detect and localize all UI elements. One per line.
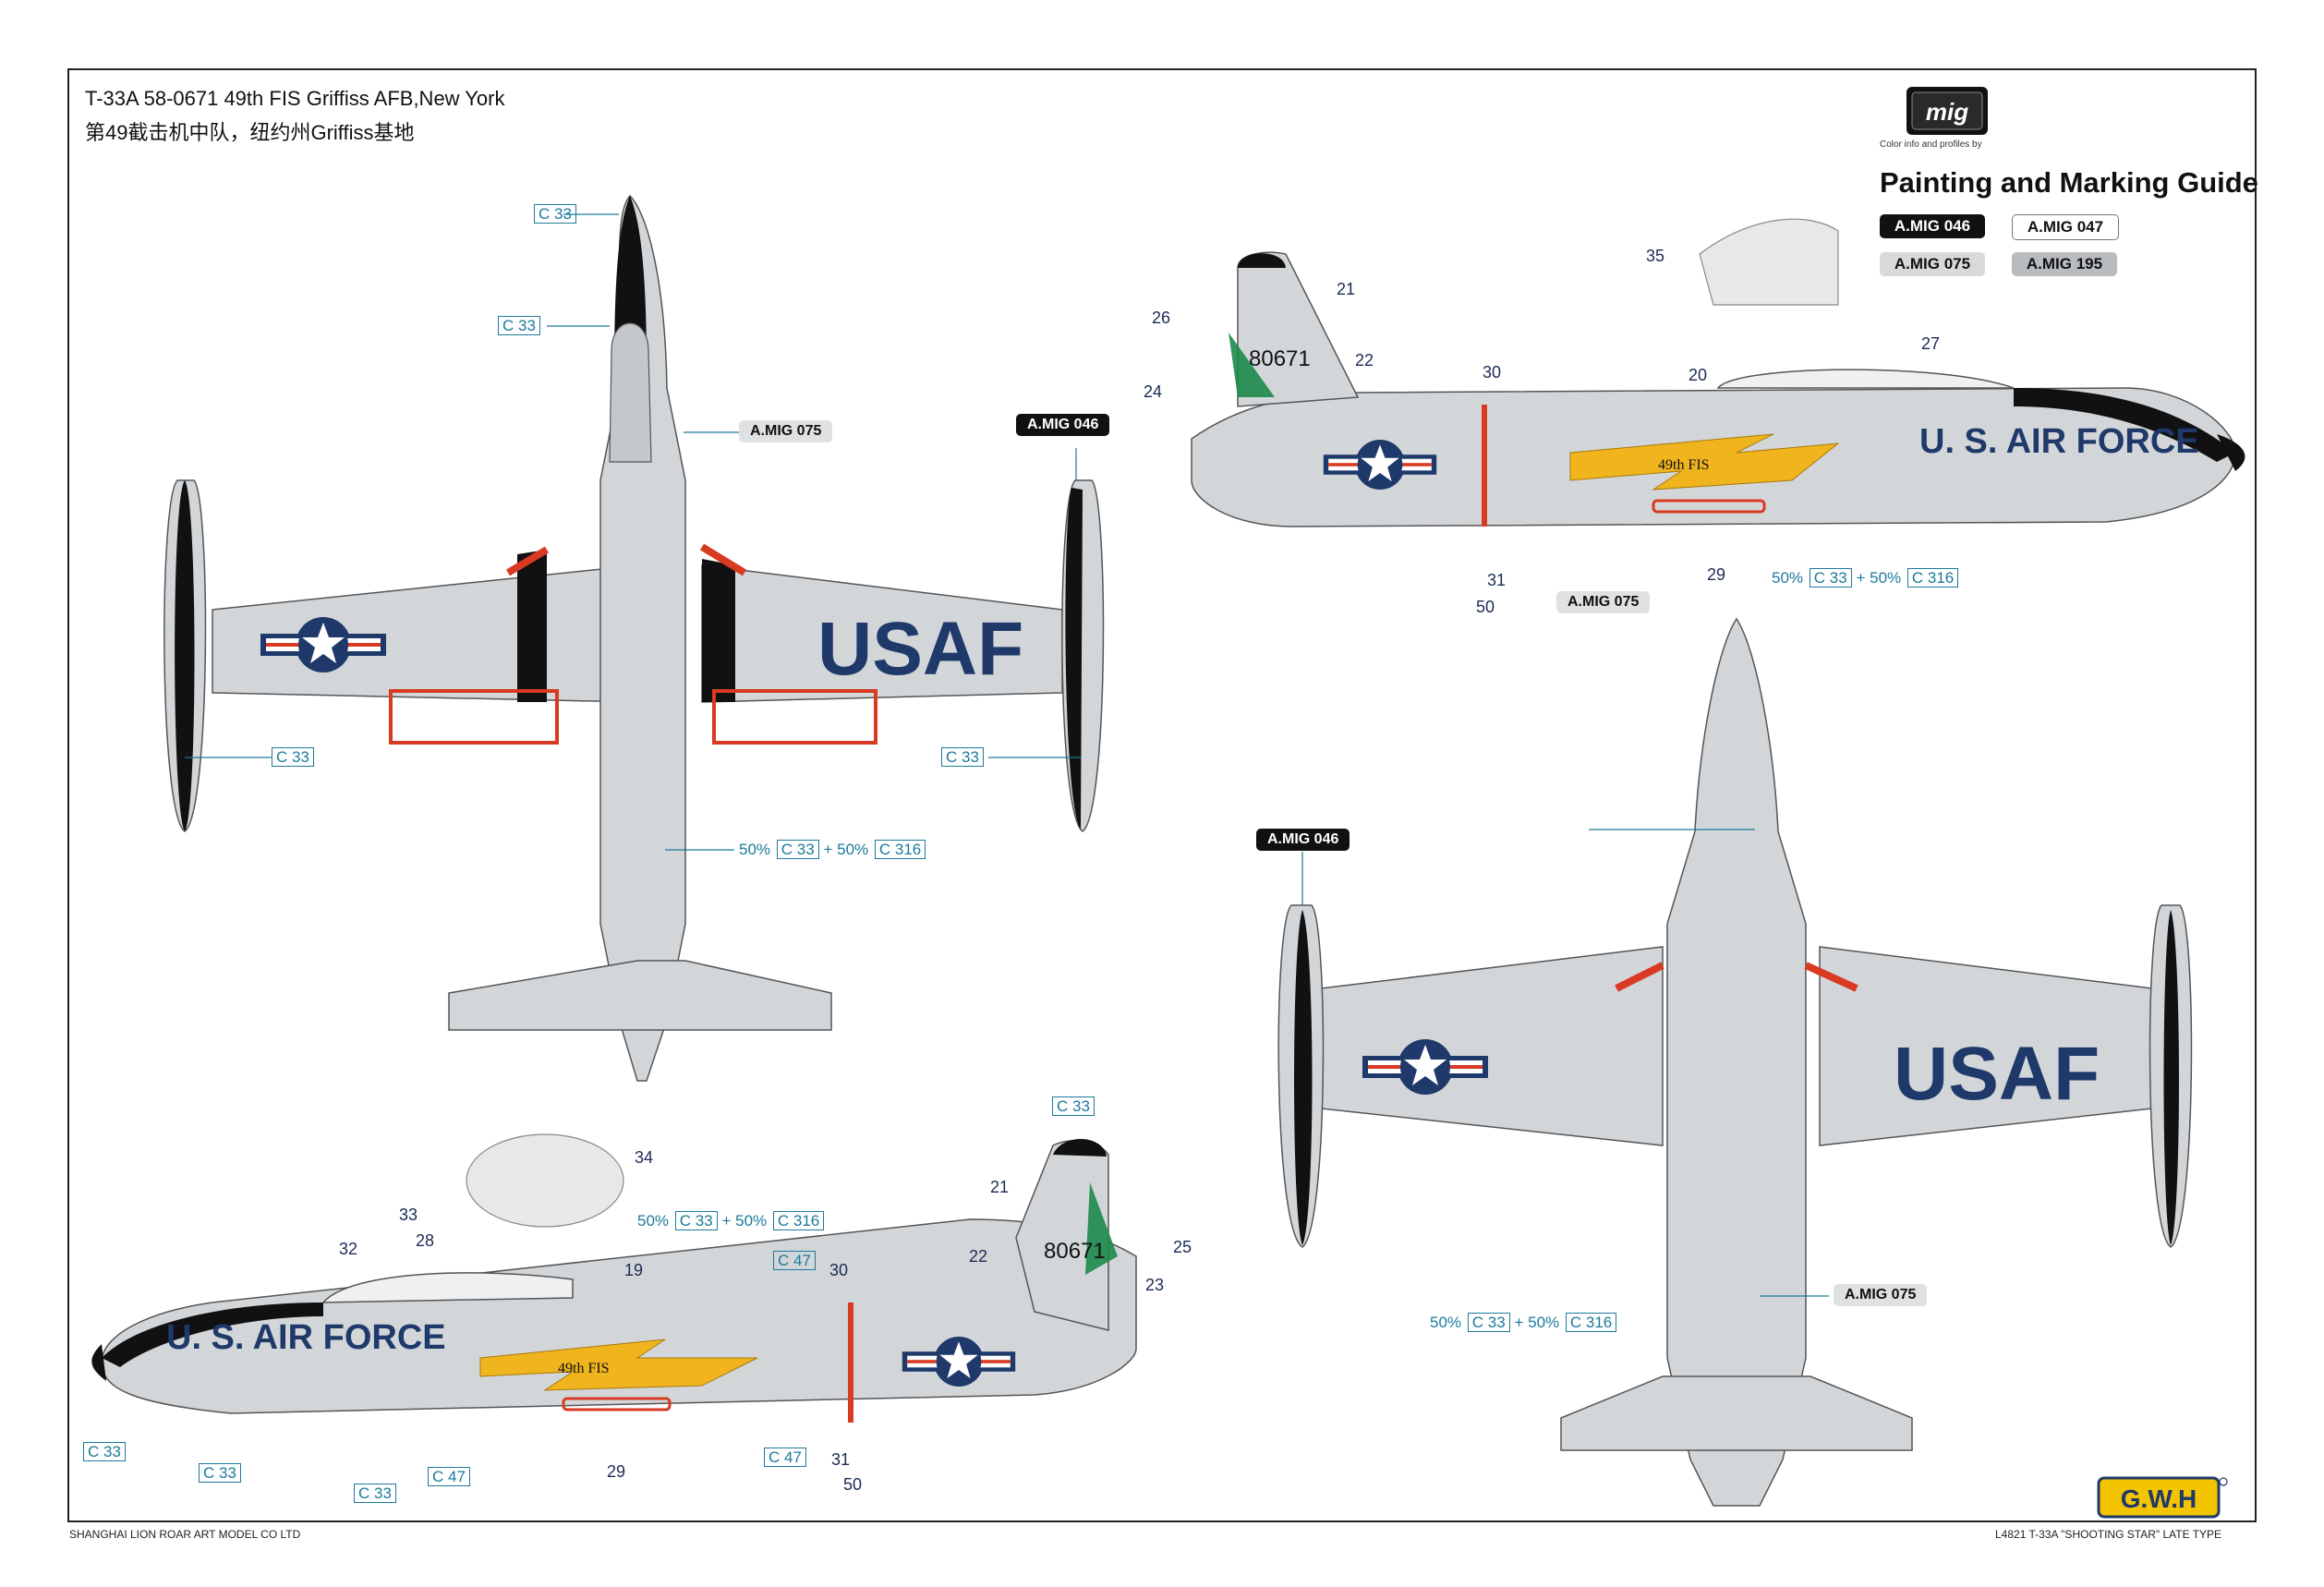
page-title: T-33A 58-0671 49th FIS Griffiss AFB,New … <box>85 87 505 110</box>
side-left-flash-text: 49th FIS <box>558 1361 610 1376</box>
callout-50-right: 50 <box>1476 598 1495 616</box>
side-right-flash-text: 49th FIS <box>1658 457 1710 473</box>
code-c33-nose-top: C 33 <box>532 204 576 224</box>
code-c47-belly-light: C 47 <box>426 1467 470 1486</box>
side-left-fuselage-text: U. S. AIR FORCE <box>166 1318 446 1357</box>
mix-top-tail: 50% C 33 + 50% C 316 <box>739 840 926 859</box>
legend-mig-047: A.MIG 047 <box>2012 214 2119 240</box>
callout-20: 20 <box>1689 366 1708 384</box>
callout-22-left: 22 <box>969 1247 988 1266</box>
bottom-usaf-text: USAF <box>1894 1032 2100 1116</box>
mix-side-right-exhaust: 50% C 33 + 50% C 316 <box>1772 568 1959 588</box>
gwh-logo: G.W.H <box>2097 1476 2228 1519</box>
top-view: USAF <box>163 194 1105 1082</box>
legend-mig-195: A.MIG 195 <box>2012 252 2117 276</box>
callout-30-left: 30 <box>829 1261 849 1279</box>
mix-bottom-tail: 50% C 33 + 50% C 316 <box>1430 1313 1617 1332</box>
callout-33: 33 <box>399 1205 418 1224</box>
callout-22-right: 22 <box>1355 351 1374 369</box>
gwh-logo-text: G.W.H <box>2121 1484 2197 1513</box>
wing-usaf-text: USAF <box>817 607 1023 691</box>
callout-23: 23 <box>1145 1276 1165 1294</box>
callout-21-left: 21 <box>990 1178 1010 1196</box>
code-c33-left-tank: C 33 <box>270 747 314 767</box>
footer-product: L4821 T-33A "SHOOTING STAR" LATE TYPE <box>1995 1528 2222 1541</box>
tag-side-right-075: A.MIG 075 <box>1556 591 1651 613</box>
code-c33-fin-top: C 33 <box>1050 1096 1095 1116</box>
tag-top-tank-046: A.MIG 046 <box>1016 414 1110 436</box>
sheet-border <box>67 68 2257 1522</box>
code-c47-tail-light: C 47 <box>762 1448 806 1467</box>
callout-27: 27 <box>1921 334 1941 353</box>
callout-19: 19 <box>624 1261 644 1279</box>
logo-caption: Color info and profiles by <box>1880 139 1982 150</box>
code-c47-spine: C 47 <box>771 1251 816 1270</box>
callout-35: 35 <box>1646 247 1665 265</box>
callout-24: 24 <box>1144 382 1163 401</box>
code-c33-maingear: C 33 <box>352 1484 396 1503</box>
callout-28: 28 <box>416 1231 435 1250</box>
tag-bottom-tank-046: A.MIG 046 <box>1256 829 1350 851</box>
tag-top-fuselage-075: A.MIG 075 <box>739 420 833 442</box>
code-c33-intake-top: C 33 <box>496 316 540 335</box>
callout-26: 26 <box>1152 309 1171 327</box>
callout-32: 32 <box>339 1240 358 1258</box>
callout-31-right: 31 <box>1487 571 1507 589</box>
side-view-right: 80671 49th FIS U. S. AIR FORCE <box>1191 218 2245 527</box>
callout-30-right: 30 <box>1483 363 1502 382</box>
callout-29-right: 29 <box>1707 565 1726 584</box>
legend-mig-046: A.MIG 046 <box>1880 214 1985 238</box>
mig-logo-text: mig <box>1926 98 1968 126</box>
side-right-fuselage-text: U. S. AIR FORCE <box>1919 422 2199 461</box>
page-subtitle: 第49截击机中队，纽约州Griffiss基地 <box>85 121 415 144</box>
callout-25: 25 <box>1173 1238 1192 1256</box>
footer-company: SHANGHAI LION ROAR ART MODEL CO LTD <box>69 1528 301 1541</box>
legend-mig-075: A.MIG 075 <box>1880 252 1985 276</box>
callout-21-right: 21 <box>1337 280 1356 298</box>
callout-50-left: 50 <box>843 1475 863 1494</box>
callout-31-left: 31 <box>831 1450 851 1469</box>
code-c33-nose-side: C 33 <box>81 1442 126 1461</box>
callout-34: 34 <box>635 1148 654 1167</box>
mig-logo: mig <box>1906 87 1988 135</box>
side-right-tail-number: 80671 <box>1249 346 1311 371</box>
guide-title: Painting and Marking Guide <box>1880 166 2258 199</box>
tag-bottom-075: A.MIG 075 <box>1834 1284 1928 1306</box>
bottom-view: USAF <box>1277 617 2193 1507</box>
code-c33-nosegear: C 33 <box>197 1463 241 1483</box>
side-left-tail-number: 80671 <box>1044 1239 1106 1264</box>
mix-side-left-spine: 50% C 33 + 50% C 316 <box>637 1211 825 1230</box>
code-c33-right-tank: C 33 <box>939 747 984 767</box>
side-view-left: 80671 49th FIS U. S. AIR FORCE <box>91 1133 1137 1423</box>
callout-29-left: 29 <box>607 1462 626 1481</box>
